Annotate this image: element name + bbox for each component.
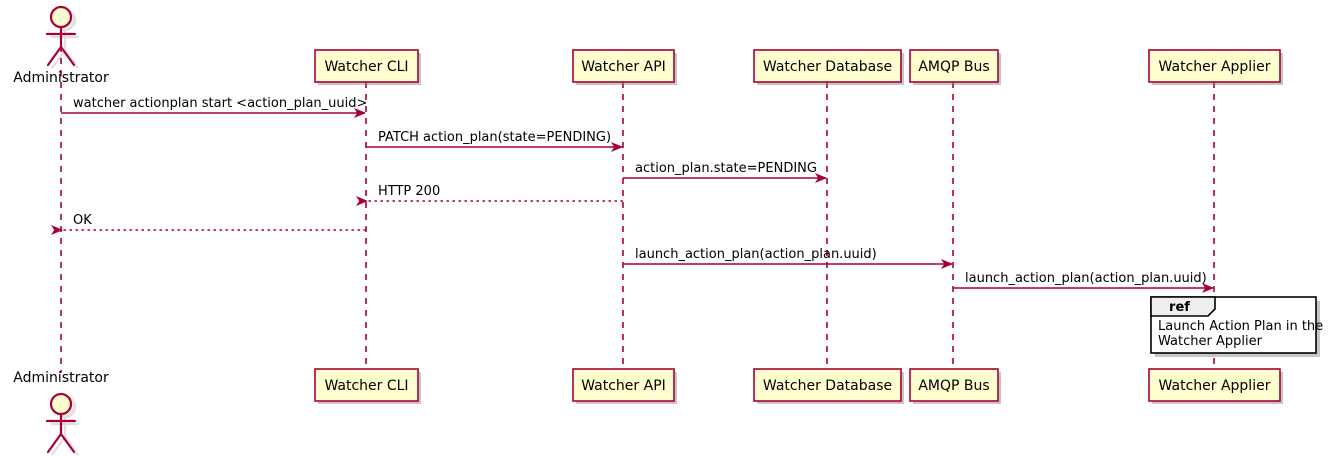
participant-box-watcher-api-top[interactable]: Watcher API bbox=[572, 49, 677, 85]
message-label-m7: launch_action_plan(action_plan.uuid) bbox=[965, 271, 1207, 286]
messages-group: watcher actionplan start <action_plan_uu… bbox=[51, 96, 1214, 293]
ref-body-line-0: Launch Action Plan in the bbox=[1158, 319, 1323, 334]
message-m6[interactable]: launch_action_plan(action_plan.uuid) bbox=[623, 247, 953, 269]
message-m5[interactable]: OK bbox=[51, 213, 366, 235]
message-label-m3: action_plan.state=PENDING bbox=[635, 161, 817, 176]
ref-tab bbox=[1150, 296, 1216, 317]
message-m7[interactable]: launch_action_plan(action_plan.uuid) bbox=[953, 271, 1214, 293]
participant-box-watcher-applier-bottom[interactable]: Watcher Applier bbox=[1148, 368, 1283, 404]
participant-box-watcher-database-top[interactable]: Watcher Database bbox=[753, 49, 904, 85]
participant-label-watcher-applier: Watcher Applier bbox=[1159, 378, 1271, 394]
actor-label-administrator-top: Administrator bbox=[13, 70, 109, 86]
participant-box-watcher-api-bottom[interactable]: Watcher API bbox=[572, 368, 677, 404]
participant-label-watcher-api: Watcher API bbox=[581, 378, 666, 394]
participant-label-watcher-applier: Watcher Applier bbox=[1159, 59, 1271, 75]
participant-box-amqp-bus-bottom[interactable]: AMQP Bus bbox=[909, 368, 1001, 404]
message-m2[interactable]: PATCH action_plan(state=PENDING) bbox=[366, 130, 623, 152]
participant-box-watcher-database-bottom[interactable]: Watcher Database bbox=[753, 368, 904, 404]
message-label-m1: watcher actionplan start <action_plan_uu… bbox=[73, 96, 367, 111]
participant-label-watcher-cli: Watcher CLI bbox=[324, 378, 408, 394]
participant-box-amqp-bus-top[interactable]: AMQP Bus bbox=[909, 49, 1001, 85]
participant-box-watcher-applier-top[interactable]: Watcher Applier bbox=[1148, 49, 1283, 85]
message-label-m4: HTTP 200 bbox=[378, 184, 440, 199]
participant-label-watcher-database: Watcher Database bbox=[763, 378, 892, 394]
ref-body-line-1: Watcher Applier bbox=[1158, 334, 1263, 349]
actor-administrator-top[interactable]: Administrator bbox=[13, 5, 109, 86]
participant-label-watcher-api: Watcher API bbox=[581, 59, 666, 75]
participant-label-watcher-cli: Watcher CLI bbox=[324, 59, 408, 75]
participant-label-amqp-bus: AMQP Bus bbox=[918, 378, 989, 394]
actor-head-bottom bbox=[49, 392, 73, 416]
message-label-m2: PATCH action_plan(state=PENDING) bbox=[378, 130, 611, 145]
message-m4[interactable]: HTTP 200 bbox=[356, 184, 623, 206]
message-label-m5: OK bbox=[73, 213, 92, 228]
participant-label-watcher-database: Watcher Database bbox=[763, 59, 892, 75]
actor-administrator-bottom[interactable]: Administrator bbox=[13, 370, 109, 456]
actor-label-administrator-bottom: Administrator bbox=[13, 370, 109, 386]
participant-box-watcher-cli-top[interactable]: Watcher CLI bbox=[314, 49, 421, 85]
participant-boxes-group: Watcher CLI Watcher CLI Watcher API Watcher… bbox=[314, 49, 1283, 404]
message-m3[interactable]: action_plan.state=PENDING bbox=[623, 161, 827, 183]
participant-box-watcher-cli-bottom[interactable]: Watcher CLI bbox=[314, 368, 421, 404]
message-m1[interactable]: watcher actionplan start <action_plan_uu… bbox=[61, 96, 367, 118]
participant-label-amqp-bus: AMQP Bus bbox=[918, 59, 989, 75]
message-label-m6: launch_action_plan(action_plan.uuid) bbox=[635, 247, 877, 262]
ref-tab-label: ref bbox=[1169, 300, 1190, 315]
actor-head-top bbox=[49, 5, 73, 29]
